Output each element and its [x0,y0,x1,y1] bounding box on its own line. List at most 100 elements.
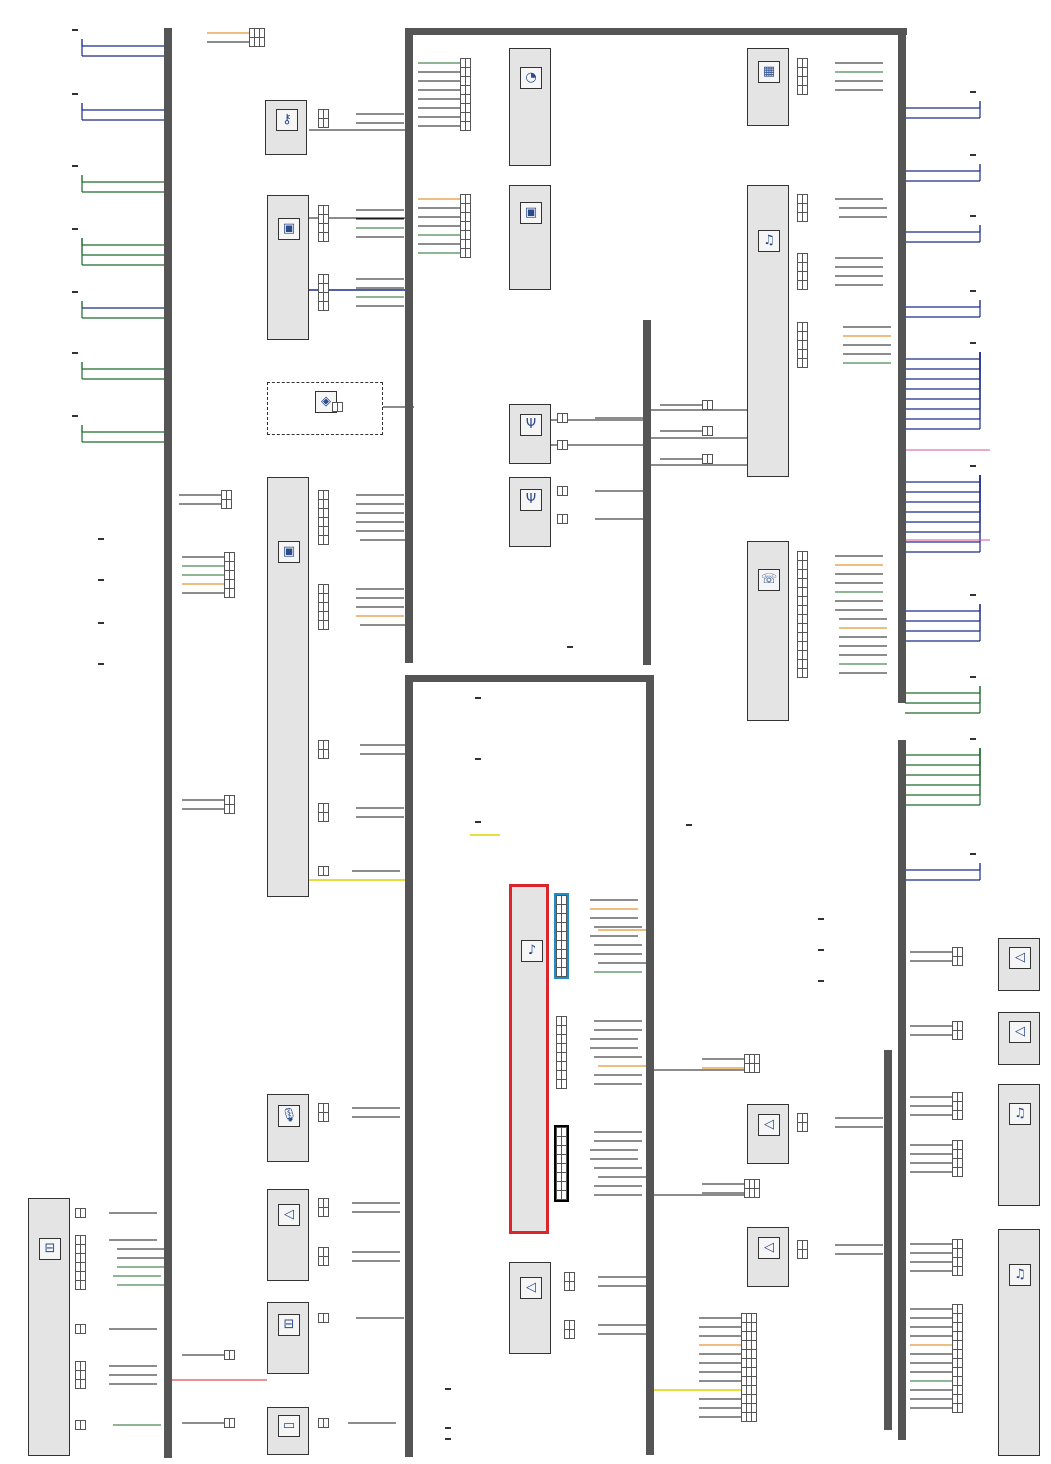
module-bsi1[interactable]: ▣ [267,477,309,897]
module-84b4[interactable]: ♫ [998,1229,1040,1456]
pin-row [952,1030,963,1040]
pin-cell [323,1198,329,1208]
speaker-icon: ◁ [1009,1020,1031,1043]
pin-row [741,1358,757,1368]
pin-row [797,650,808,660]
module-cv00[interactable]: ▣ [267,195,309,340]
pin-row [460,194,471,204]
pin-cell [754,1063,760,1073]
pin-cell [465,221,471,231]
pin-cell [80,1361,86,1371]
pin-row [952,1257,963,1267]
module-bcm0[interactable]: ▣ [509,185,551,290]
module-8429[interactable]: ◁ [509,1262,551,1354]
connector-c_84c4 [797,551,808,678]
pin-cell [957,1304,963,1314]
module-8428[interactable]: ◁ [267,1189,309,1281]
pin-cell [323,1256,329,1266]
module-psf1[interactable]: ⊟ [28,1198,70,1456]
pin-row [797,58,808,68]
splice-em10a [72,165,78,167]
pin-row [75,1324,86,1334]
module-icon: ▣ [520,201,542,224]
module-65[interactable]: ◈ [267,382,383,435]
pin-row [952,1140,963,1150]
pin-cell [323,749,329,759]
pin-cell [802,1113,808,1123]
pin-cell [802,85,808,95]
pin-cell [802,578,808,588]
pin-row [797,280,808,290]
connector-c_bf00a [318,1313,329,1323]
pin-cell [707,400,713,410]
pin-row [556,931,567,941]
module-8440[interactable]: ◁ [998,938,1040,991]
pin-row [318,611,329,621]
pin-cell [229,588,235,598]
module-bf00[interactable]: ⊟ [267,1302,309,1374]
module-ca00[interactable]: ⚷ [265,100,307,155]
pin-cell [561,949,567,959]
connector-c_8428b [318,1247,329,1266]
pin-row [224,579,235,589]
pin-row [460,212,471,222]
ground-mc51b [818,949,824,951]
pin-row [556,1181,567,1191]
module-8445[interactable]: ◁ [998,1012,1040,1065]
pin-row [952,1149,963,1159]
module-8406[interactable]: Ψ [509,477,551,547]
pin-cell [957,1367,963,1377]
module-8410[interactable]: ♫ [747,185,789,477]
pin-cell [229,579,235,589]
pin-cell [751,1394,757,1404]
pin-cell [562,440,568,450]
module-7215[interactable]: ▦ [747,48,789,126]
module-8499[interactable]: ♫ [998,1084,1040,1206]
ground-mc51c [818,980,824,982]
module-8425[interactable]: ◁ [747,1227,789,1287]
module-0004[interactable]: ◔ [509,48,551,166]
module-8420[interactable]: ◁ [747,1104,789,1164]
bus-bar-v13 [884,1260,892,1430]
pin-row [318,1207,329,1217]
module-84c4[interactable]: ☏ [747,541,789,721]
splice-em10b [72,228,78,230]
pin-cell [323,866,329,876]
bus-bar-v12 [884,1177,892,1307]
pin-cell [80,1420,86,1430]
pin-row [318,301,329,311]
pin-cell [802,1122,808,1132]
pin-row [797,605,808,615]
connector-c_8404b [557,440,568,450]
pin-cell [802,212,808,222]
connector-c_8424a [554,893,569,979]
pin-cell [957,1385,963,1395]
module-8424[interactable]: ♪ [509,884,549,1234]
connector-c_8424c [554,1125,569,1202]
connector-c_8425 [797,1240,808,1259]
pin-row [952,956,963,966]
connector-c_8424b [556,1016,567,1089]
module-bb00[interactable]: ▭ [267,1407,309,1455]
pin-cell [957,1101,963,1111]
pin-cell [957,1030,963,1040]
pin-row [460,103,471,113]
module-8404[interactable]: Ψ [509,404,551,464]
pin-cell [802,1240,808,1250]
pin-cell [323,274,329,284]
pin-cell [561,1127,567,1137]
pin-cell [957,1376,963,1386]
pin-cell [323,593,329,603]
pin-row [318,803,329,813]
pin-row [249,37,265,47]
module-8482[interactable]: 🎙 [267,1094,309,1162]
pin-cell [465,94,471,104]
splice-e905a [475,758,481,760]
pin-cell [802,623,808,633]
pin-cell [465,194,471,204]
pin-cell [561,958,567,968]
speaker-icon: ◁ [520,1276,542,1299]
pin-cell [561,922,567,932]
pin-row [318,232,329,242]
connector-c_bf00b [224,1350,235,1360]
